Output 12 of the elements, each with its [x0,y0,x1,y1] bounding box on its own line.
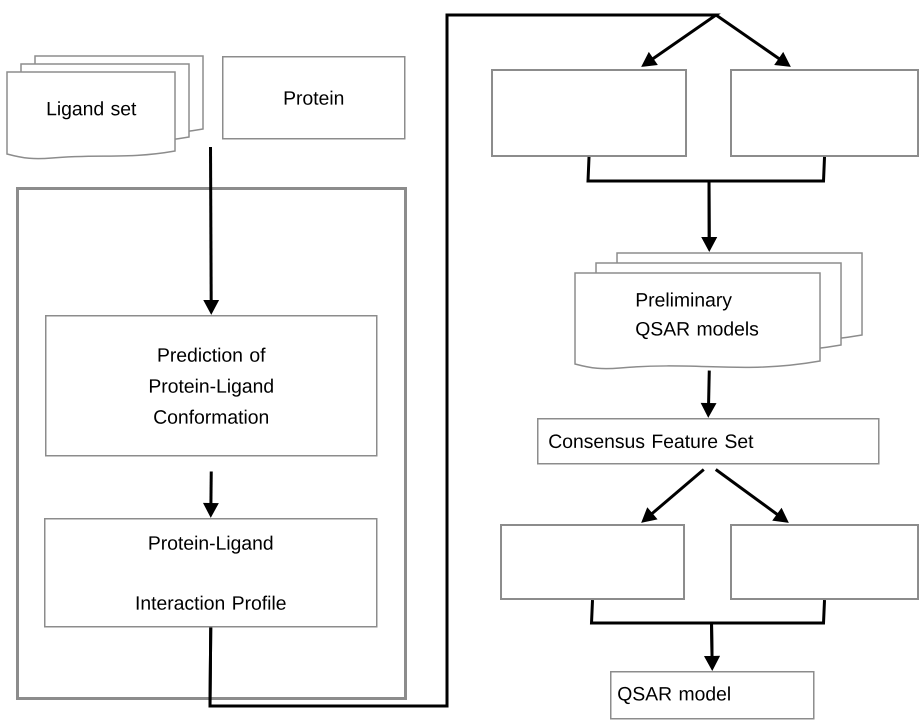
process-box: Protein-Ligand Interaction Profile [44,518,378,628]
group-box [16,187,407,700]
process-box: Prediction of Protein-Ligand Conformation [45,315,378,456]
process-box: Protein [222,56,406,140]
process-box: Consensus Feature Set [537,418,880,464]
empty-box [730,524,919,600]
empty-box [730,69,919,157]
empty-box [491,69,688,157]
empty-box [500,524,686,600]
document-stack: Ligand set [6,55,204,160]
document-stack: Preliminary QSAR models [574,252,863,370]
process-box: QSAR model [610,671,815,720]
